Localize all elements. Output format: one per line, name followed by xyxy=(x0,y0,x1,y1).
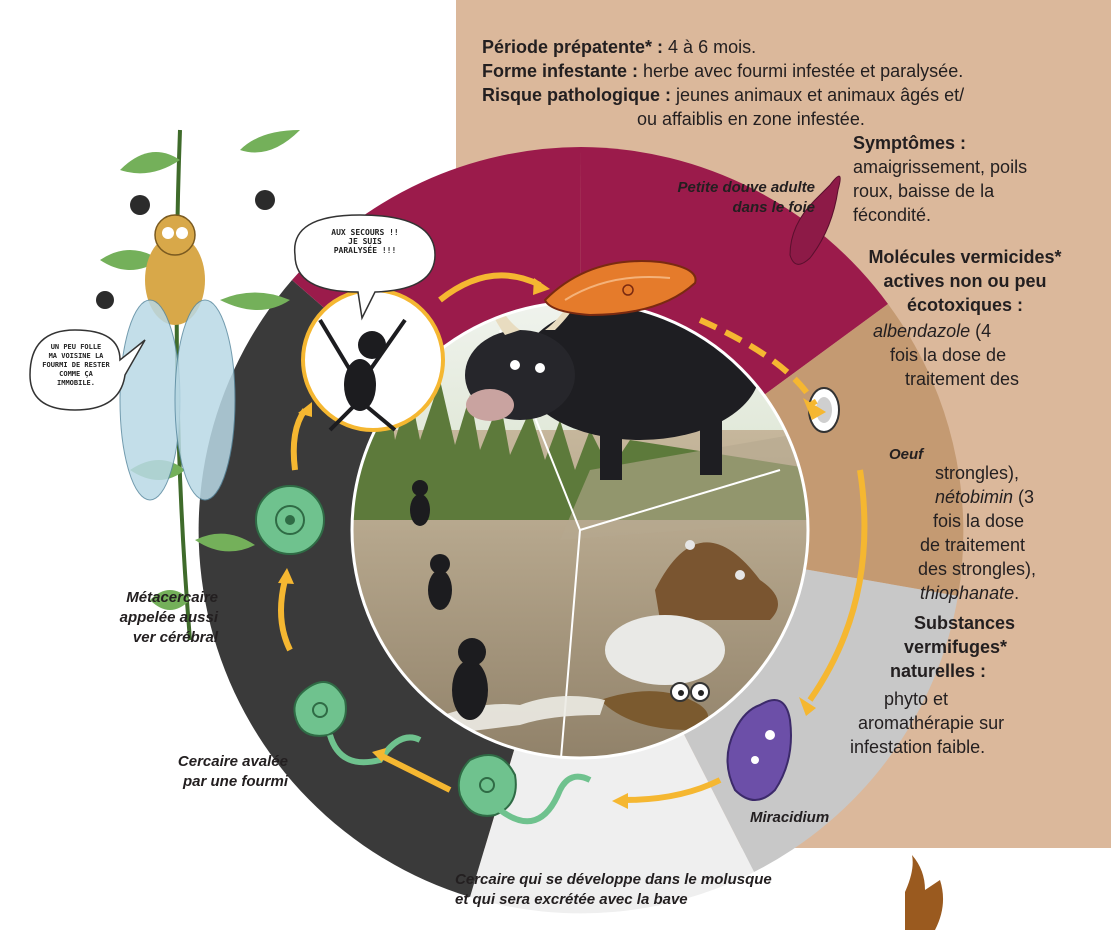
mol-line-5-rest: (3 xyxy=(1013,487,1034,507)
albendazole-term: albendazole xyxy=(873,321,970,341)
infestant-label: Forme infestante : xyxy=(482,61,638,81)
molecules-label: actives non ou peu xyxy=(830,270,1100,292)
cercaire-mollusc-line: et qui sera excrétée avec la bave xyxy=(455,890,772,910)
symptoms-line: amaigrissement, poils xyxy=(853,156,1027,178)
thiophanate-term: thiophanate xyxy=(920,583,1014,603)
natural-label: Substances xyxy=(914,612,1015,634)
mol-line-4: strongles), xyxy=(935,462,1019,484)
mol-line-3: traitement des xyxy=(905,368,1019,390)
metacercaire-label: Métacercaire appelée aussi ver cérébral xyxy=(90,588,218,648)
cercaire-mollusc-label: Cercaire qui se développe dans le molusq… xyxy=(455,870,772,910)
infestant-value: herbe avec fourmi infestée et paralysée. xyxy=(638,61,963,81)
natural-label: naturelles : xyxy=(890,660,986,682)
risk-value-1: jeunes animaux et animaux âgés et/ xyxy=(671,85,964,105)
paralysed-ant-illustration xyxy=(303,290,443,430)
symptoms-line: fécondité. xyxy=(853,204,931,226)
mol-line-1: albendazole (4 xyxy=(873,320,991,342)
mol-line-9: thiophanate. xyxy=(920,582,1019,604)
risk-line: Risque pathologique : jeunes animaux et … xyxy=(482,84,964,106)
insect-bubble-line: COMME ÇA xyxy=(28,370,124,379)
adult-label-line: dans le foie xyxy=(615,198,815,218)
molecules-label: Molécules vermicides* xyxy=(830,246,1100,268)
cercaire-mollusc-line: Cercaire qui se développe dans le molusq… xyxy=(455,870,772,890)
cercaire-ant-line: Cercaire avalée xyxy=(150,752,288,772)
netobimin-term: nétobimin xyxy=(935,487,1013,507)
mol-line-9-rest: . xyxy=(1014,583,1019,603)
natural-label: vermifuges* xyxy=(904,636,1007,658)
symptoms-label: Symptômes : xyxy=(853,132,966,154)
prepatent-line: Période prépatente* : 4 à 6 mois. xyxy=(482,36,756,58)
miracidium-label: Miracidium xyxy=(750,808,829,828)
metacercaire-line: appelée aussi xyxy=(90,608,218,628)
cercaire-ant-label: Cercaire avalée par une fourmi xyxy=(150,752,288,792)
molecules-label: écotoxiques : xyxy=(830,294,1100,316)
mol-line-8: des strongles), xyxy=(918,558,1036,580)
adult-label: Petite douve adulte dans le foie xyxy=(615,178,815,218)
infestant-line: Forme infestante : herbe avec fourmi inf… xyxy=(482,60,963,82)
adult-label-line: Petite douve adulte xyxy=(615,178,815,198)
brown-decoration xyxy=(905,855,943,930)
prepatent-value: 4 à 6 mois. xyxy=(663,37,756,57)
insect-bubble-text: UN PEU FOLLE MA VOISINE LA FOURMI DE RES… xyxy=(28,343,124,388)
ant-bubble-line: PARALYSÉE !!! xyxy=(300,246,430,255)
metacercaire-line: Métacercaire xyxy=(90,588,218,608)
mol-line-6: fois la dose xyxy=(933,510,1024,532)
risk-value-2: ou affaiblis en zone infestée. xyxy=(637,108,865,130)
mol-line-1-rest: (4 xyxy=(970,321,991,341)
risk-label: Risque pathologique : xyxy=(482,85,671,105)
ant-bubble-line: AUX SECOURS !! xyxy=(300,228,430,237)
egg-label: Oeuf xyxy=(889,445,923,465)
insect-bubble-line: FOURMI DE RESTER xyxy=(28,361,124,370)
insect-bubble-line: IMMOBILE. xyxy=(28,379,124,388)
prepatent-label: Période prépatente* : xyxy=(482,37,663,57)
mol-line-5: nétobimin (3 xyxy=(935,486,1034,508)
mol-line-7: de traitement xyxy=(920,534,1025,556)
symptoms-line: roux, baisse de la xyxy=(853,180,994,202)
cercaire-ant-line: par une fourmi xyxy=(150,772,288,792)
insect-bubble-line: UN PEU FOLLE xyxy=(28,343,124,352)
natural-line: phyto et xyxy=(884,688,948,710)
ant-bubble-line: JE SUIS xyxy=(300,237,430,246)
ant-bubble-text: AUX SECOURS !! JE SUIS PARALYSÉE !!! xyxy=(300,228,430,255)
metacercaire-icon xyxy=(256,486,324,554)
insect-bubble-line: MA VOISINE LA xyxy=(28,352,124,361)
natural-line: aromathérapie sur xyxy=(858,712,1004,734)
mol-line-2: fois la dose de xyxy=(890,344,1006,366)
natural-line: infestation faible. xyxy=(850,736,985,758)
metacercaire-line: ver cérébral xyxy=(90,628,218,648)
